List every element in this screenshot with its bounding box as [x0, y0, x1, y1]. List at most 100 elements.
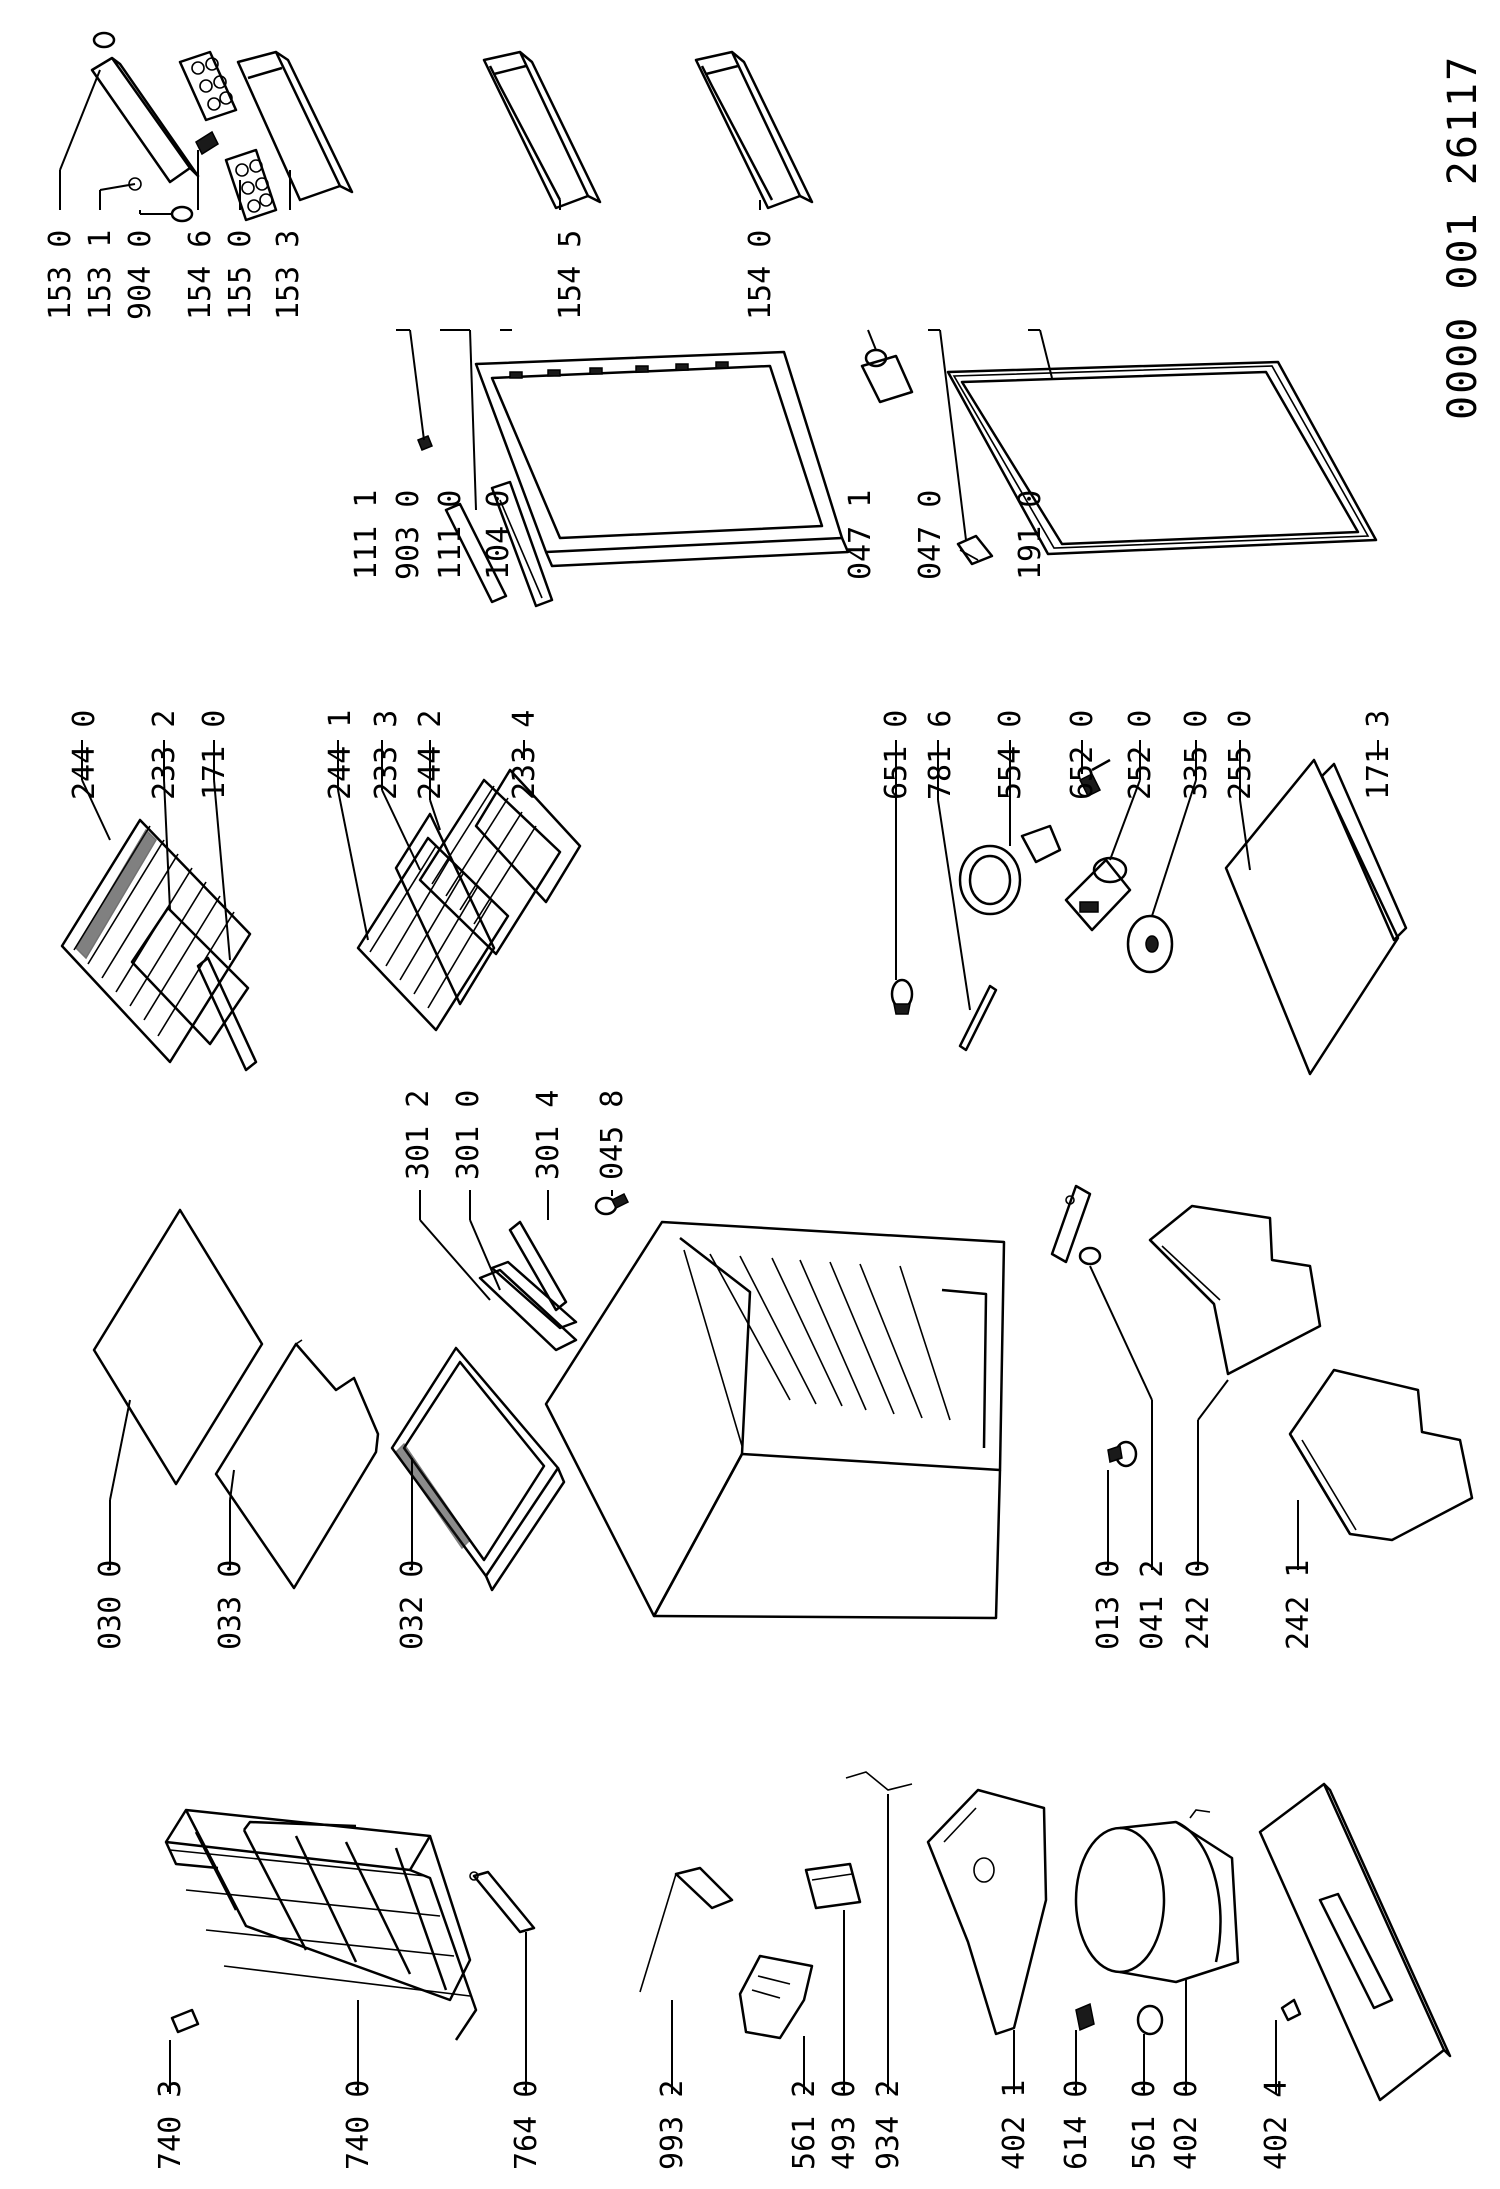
part-label: 244 2 [413, 710, 448, 800]
document-id: 0000 001 26117 [1440, 55, 1486, 420]
part-label: 244 1 [323, 710, 358, 800]
hinge-bracket [1050, 1184, 1092, 1264]
part-label: 614 0 [1059, 2080, 1094, 2170]
lamp-bulb [890, 978, 914, 1015]
part-label: 032 0 [395, 1560, 430, 1650]
rail-301-0 [490, 1260, 578, 1330]
capillary-764-0 [469, 1870, 536, 1934]
freezer-tray [236, 50, 354, 202]
part-label: 301 2 [401, 1090, 436, 1180]
part-label: 153 3 [271, 230, 306, 320]
door-shelf-lower [694, 50, 814, 210]
part-label: 111 1 [349, 490, 384, 580]
glass-shelf-233-4 [474, 768, 582, 904]
part-label: 740 3 [153, 2080, 188, 2170]
door-panel [474, 350, 850, 568]
part-label: 104 0 [481, 490, 516, 580]
part-label: 013 0 [1091, 1560, 1126, 1650]
part-label: 554 0 [993, 710, 1028, 800]
part-label: 047 1 [843, 490, 878, 580]
part-label: 233 2 [147, 710, 182, 800]
door-hinge-lower [956, 534, 994, 566]
lid-033-0 [214, 1339, 380, 1590]
part-label: 242 1 [1281, 1560, 1316, 1650]
part-label: 301 4 [531, 1090, 566, 1180]
relay-561-2 [738, 1954, 814, 2040]
crisper-drawer-242-0 [1148, 1204, 1322, 1376]
part-label: 041 2 [1135, 1560, 1170, 1650]
part-label: 301 0 [451, 1090, 486, 1180]
capacitor-493-0 [804, 1862, 862, 1910]
part-label: 045 8 [595, 1090, 630, 1180]
part-label: 242 0 [1181, 1560, 1216, 1650]
part-label: 904 0 [123, 230, 158, 320]
screw-045-8 [594, 1192, 630, 1216]
door-handle [490, 480, 554, 608]
shelf-trim-171-0 [196, 956, 258, 1072]
back-panel [1258, 1782, 1452, 2102]
part-label: 651 0 [879, 710, 914, 800]
part-label: 233 3 [369, 710, 404, 800]
part-label: 252 0 [1123, 710, 1158, 800]
part-label: 191 0 [1013, 490, 1048, 580]
compressor-402-0 [1074, 1809, 1240, 1984]
labels-column-2-leaders [81, 740, 1379, 1011]
lid-030-0 [92, 1208, 264, 1486]
part-label: 402 1 [997, 2080, 1032, 2170]
condenser-coil [164, 1808, 478, 2041]
wire-934-2 [845, 1771, 913, 1791]
labels-column-3-leaders [109, 1190, 1299, 1570]
part-label: 255 0 [1223, 710, 1258, 800]
part-label: 233 4 [507, 710, 542, 800]
compressor-cover-402-1 [926, 1788, 1048, 2036]
part-label: 764 0 [509, 2080, 544, 2170]
labels-column-4-leaders [169, 1794, 1277, 2094]
part-label: 154 6 [183, 230, 218, 320]
part-label: 561 0 [1127, 2080, 1162, 2170]
part-label: 993 2 [655, 2080, 690, 2170]
part-label: 171 3 [1361, 710, 1396, 800]
wire-shelf-lower [356, 836, 510, 1032]
sensor-993-2 [674, 1866, 734, 1910]
handle-cover [444, 502, 508, 604]
foot-013-0 [1107, 1440, 1138, 1468]
crisper-cover-255-0 [1224, 758, 1400, 1076]
freezer-compartment-parts [90, 31, 354, 223]
glass-shelf-233-3 [394, 812, 496, 1006]
glass-shelf-233-2 [130, 906, 250, 1046]
part-label: 561 2 [787, 2080, 822, 2170]
part-label: 493 0 [827, 2080, 862, 2170]
part-label: 781 6 [923, 710, 958, 800]
part-label: 740 0 [341, 2080, 376, 2170]
part-label: 652 0 [1065, 710, 1100, 800]
freezer-door-032-0 [390, 1346, 566, 1592]
part-label: 402 4 [1259, 2080, 1294, 2170]
part-label: 153 0 [43, 230, 78, 320]
part-label: 402 0 [1169, 2080, 1204, 2170]
sensor-cable [639, 1873, 677, 1993]
thermostat-knob [1126, 914, 1174, 974]
clip-402-4 [1280, 1998, 1302, 2022]
fridge-cabinet [544, 1220, 1006, 1620]
part-label: 154 0 [743, 230, 778, 320]
rail-301-4 [508, 1220, 568, 1312]
small-knob [128, 177, 142, 191]
part-label: 047 0 [913, 490, 948, 580]
ice-scraper [195, 130, 219, 156]
part-label: 111 0 [433, 490, 468, 580]
part-label: 934 2 [871, 2080, 906, 2170]
crisper-drawer-242-1 [1288, 1368, 1474, 1542]
egg-tray-top [178, 50, 238, 122]
freezer-flap [90, 31, 200, 184]
cable-tie [958, 984, 998, 1052]
part-label: 154 5 [553, 230, 588, 320]
part-label: 335 0 [1179, 710, 1214, 800]
part-label: 153 1 [83, 230, 118, 320]
door-switch [1078, 758, 1111, 798]
part-label: 030 0 [93, 1560, 128, 1650]
labels-column-1 [59, 69, 1053, 541]
shelf-trim-171-3 [1320, 762, 1408, 942]
capacitor-561-0 [1136, 2004, 1164, 2036]
